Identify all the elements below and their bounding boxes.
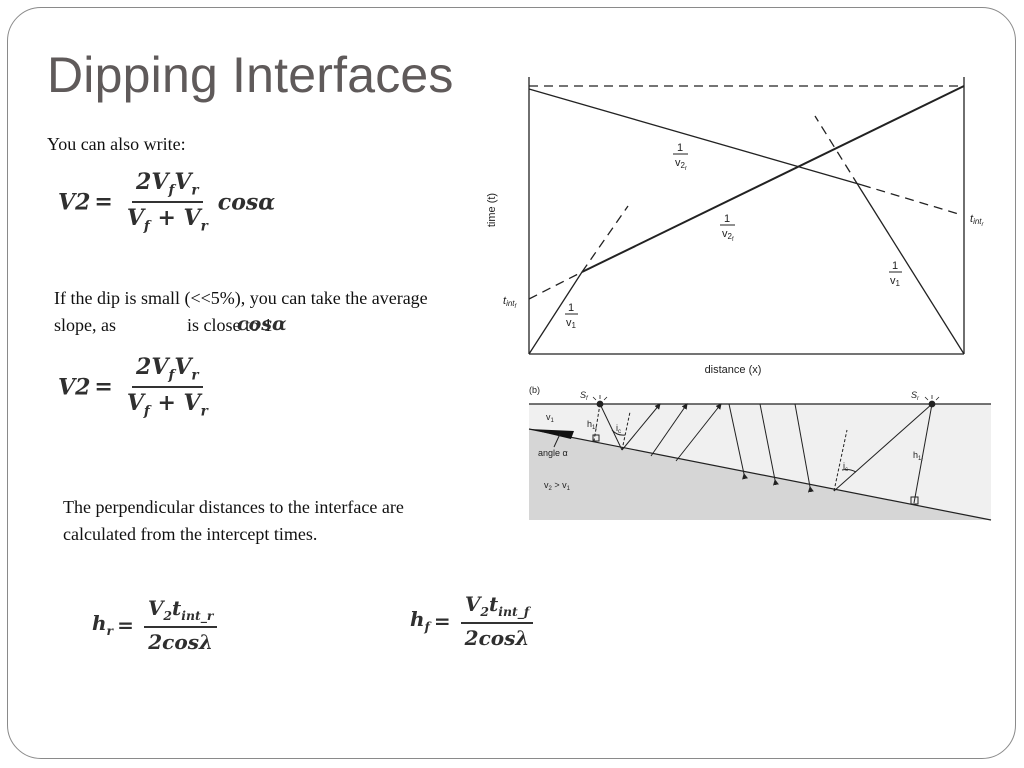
ray-2 (650, 403, 688, 457)
angle-alpha-label: angle α (538, 448, 568, 458)
x-axis-label: distance (x) (705, 364, 762, 376)
slope-v2r-num: 1 (677, 142, 683, 154)
ray-4 (728, 403, 748, 480)
source-f-label: Sf (580, 390, 589, 402)
direct-v1-right (857, 184, 965, 355)
dipping-interface (528, 428, 992, 521)
y-axis-label: time (t) (486, 193, 498, 227)
small-dip-text-line1: If the dip is small (<<5%), you can take… (54, 288, 428, 308)
ray-5 (759, 403, 779, 486)
travel-time-figure: 1 v2r 1 v2f 1 v1 1 v1 tintr tintf distan… (486, 77, 985, 376)
ray-6 (794, 403, 814, 493)
ic-left-label: ic (616, 423, 621, 435)
source-r-label: Sr (911, 390, 920, 402)
panel-label-b: (b) (529, 385, 540, 395)
ray-3 (675, 403, 722, 462)
small-dip-text-line2b: is close to 1 (187, 315, 273, 335)
slide-title: Dipping Interfaces (47, 47, 454, 103)
ic-right-label: ic (843, 461, 848, 473)
refracted-v2r-line (528, 88, 863, 186)
v1-label: v1 (546, 412, 555, 424)
normal-left (621, 411, 631, 451)
refracted-v2f-extension (528, 271, 583, 300)
slope-v1-left-den: v1 (566, 317, 577, 330)
ray-incident-right (833, 403, 933, 492)
ray-incident-left (599, 403, 623, 451)
ray-1 (621, 403, 661, 451)
slope-v2f-den: v2f (722, 228, 734, 243)
t-int-r-label: tintr (970, 213, 985, 228)
normal-right (833, 429, 848, 492)
intro-text: You can also write: (47, 134, 186, 154)
small-dip-text-line2a: slope, as (54, 315, 116, 335)
refracted-v2r-extension (861, 184, 963, 216)
equation-h-f: hf= V2tint_f 2cosλ (410, 593, 539, 649)
equation-v2-small-dip: V2= 2VfVr Vf + Vr (58, 354, 208, 420)
inline-cos-alpha: cosα (237, 313, 287, 335)
direct-v1-left-extension (581, 205, 629, 273)
v2-label: v2 > v1 (544, 480, 571, 492)
perpendicular-text-line1: The perpendicular distances to the inter… (63, 497, 404, 517)
source-f-marker (592, 395, 608, 408)
direct-v1-left (528, 271, 583, 355)
slope-v2r-den: v2r (675, 157, 687, 172)
h1r-label: h1r (913, 450, 923, 463)
slope-v1-right-num: 1 (892, 260, 898, 272)
slope-v1-left-num: 1 (568, 302, 574, 314)
slide-frame (7, 7, 1016, 759)
t-int-f-label: tintf (503, 295, 518, 310)
refracted-v2f-line (581, 85, 965, 273)
slope-v1-right-den: v1 (890, 275, 901, 288)
angle-alpha-wedge (529, 429, 574, 439)
equation-h-r: hr= V2tint_r 2cosλ (92, 597, 223, 653)
direct-v1-right-extension (814, 115, 859, 186)
h1r-line (913, 403, 933, 504)
source-r-marker (924, 395, 940, 408)
h1f-label: h1f (587, 419, 597, 432)
slope-v2f-num: 1 (724, 213, 730, 225)
equation-v2-full: V2= 2VfVr Vf + Vr cosα (58, 169, 276, 235)
dipping-layer-diagram: (b) Sf Sr v1 h1f ic ic h1r angle α v2 > … (528, 385, 992, 521)
perpendicular-text-line2: calculated from the intercept times. (63, 524, 318, 544)
